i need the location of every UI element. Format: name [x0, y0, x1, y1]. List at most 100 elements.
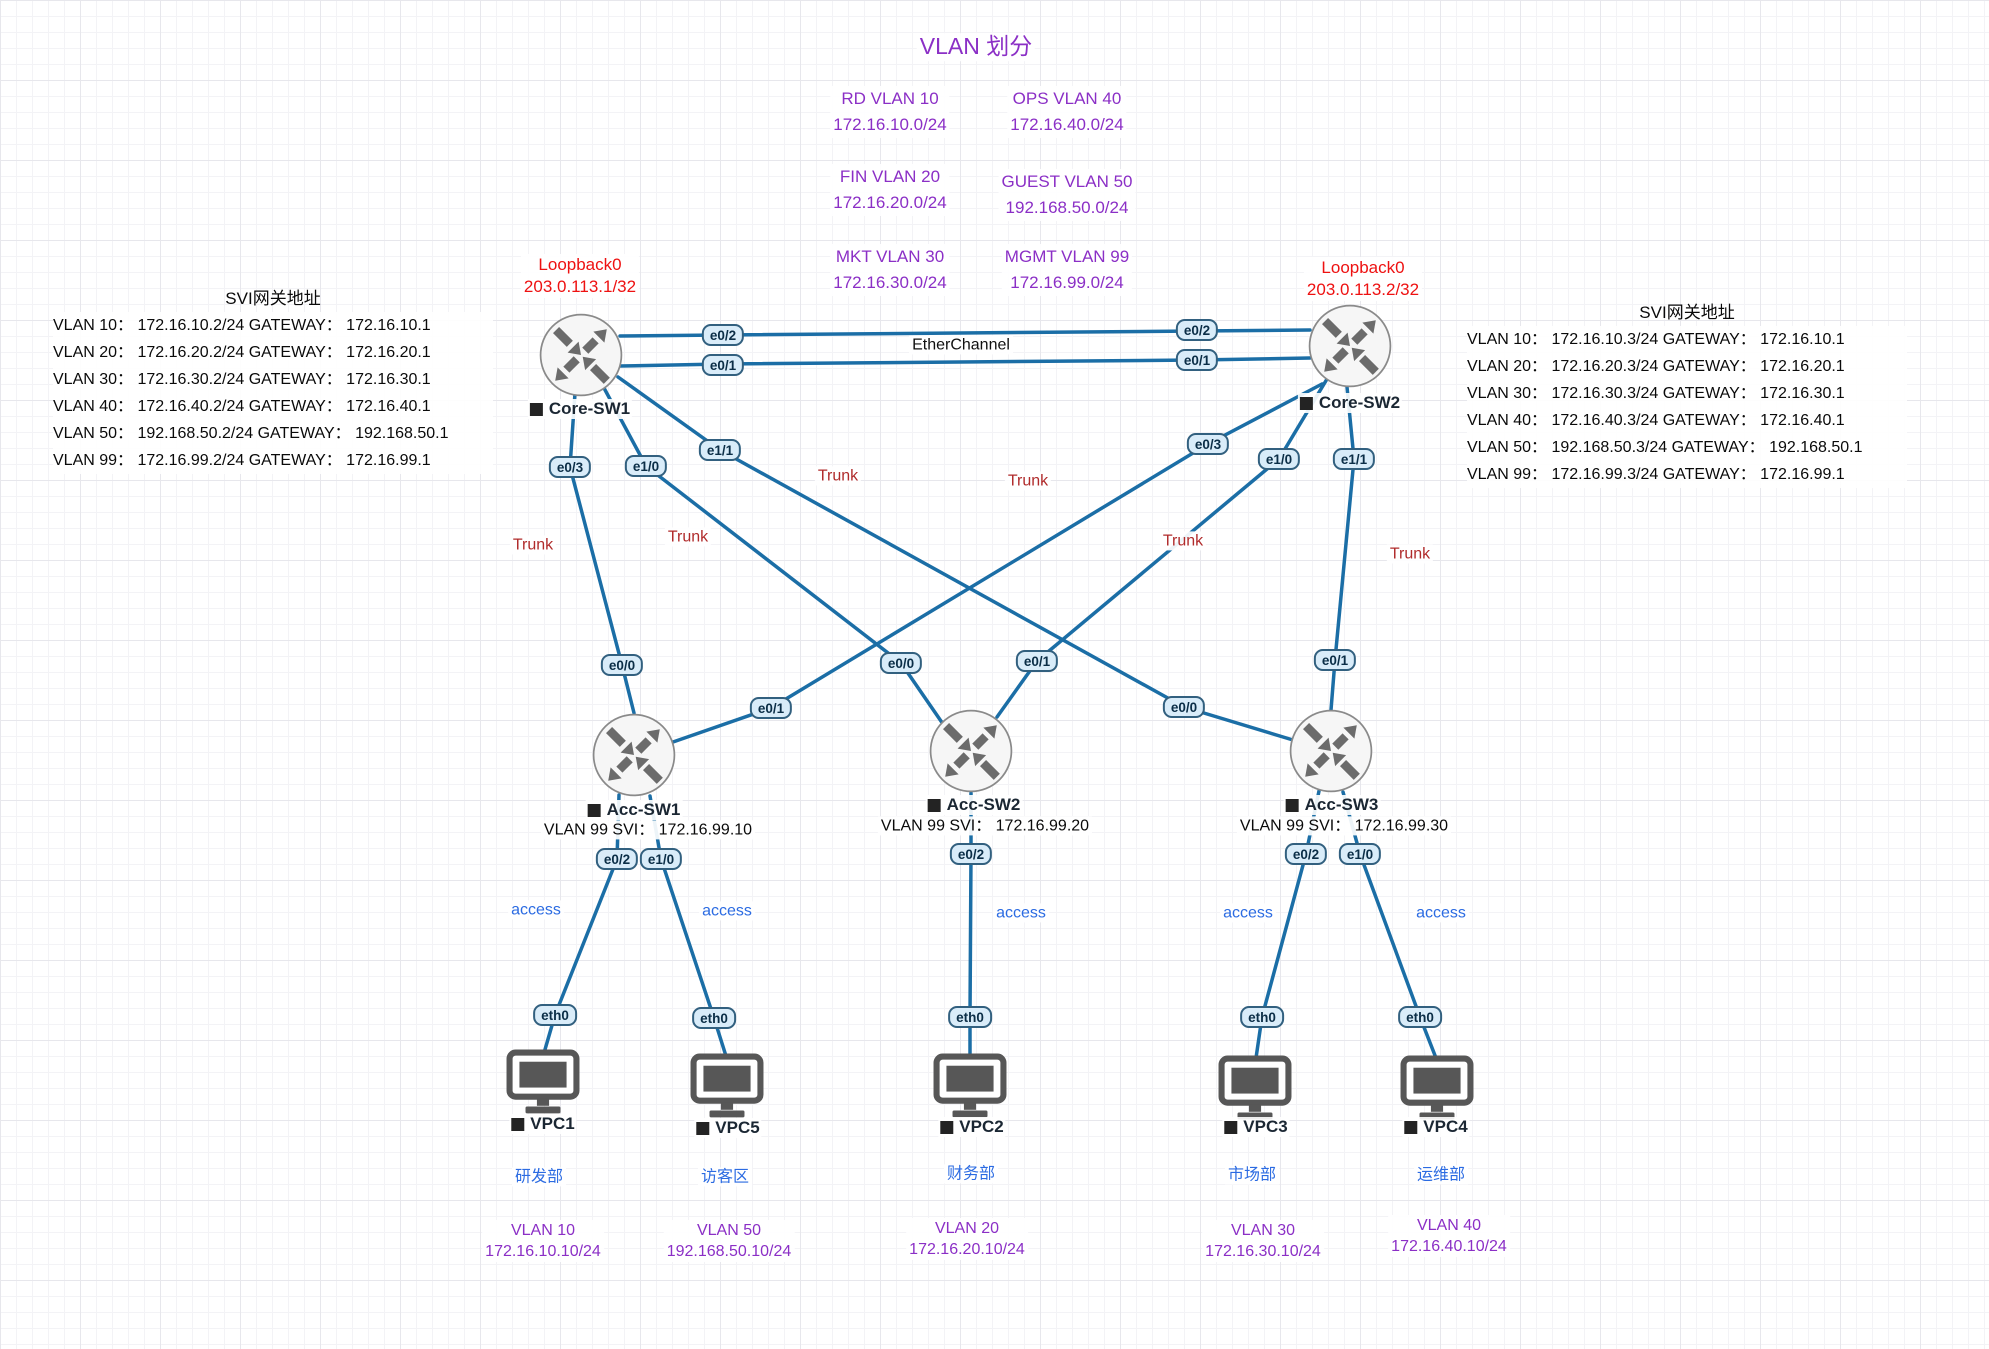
- svi-table-left-title: SVI网关地址: [225, 289, 321, 308]
- acc-sw1-icon[interactable]: [594, 715, 675, 796]
- link-coresw1-accsw1[interactable]: [568, 391, 636, 715]
- port-accsw1-e1-0[interactable]: e1/0: [639, 848, 683, 870]
- port-accsw3-e0-1[interactable]: e0/1: [1313, 649, 1357, 671]
- vpc2-label[interactable]: VPC2: [938, 1117, 1006, 1137]
- vpc1-icon[interactable]: [510, 1053, 577, 1114]
- acc-sw2-icon[interactable]: [931, 711, 1012, 792]
- vpc4-dept-label: 运维部: [1413, 1165, 1469, 1185]
- vpc3-dept-label: 市场部: [1224, 1165, 1280, 1185]
- acc-sw2-label[interactable]: Acc-SW2: [925, 795, 1023, 815]
- svi-row: VLAN 30： 172.16.30.2/24 GATEWAY： 172.16.…: [53, 366, 493, 393]
- link-etherchannel-2[interactable]: [618, 356, 1312, 368]
- svi-row: VLAN 40： 172.16.40.3/24 GATEWAY： 172.16.…: [1467, 407, 1907, 434]
- port-coresw2-e1-0[interactable]: e1/0: [1257, 448, 1301, 470]
- port-accsw1-e0-2[interactable]: e0/2: [595, 848, 639, 870]
- vpc1-dept-label: 研发部: [511, 1167, 567, 1187]
- port-coresw2-e0-1[interactable]: e0/1: [1175, 349, 1219, 371]
- port-coresw2-e1-1[interactable]: e1/1: [1332, 448, 1376, 470]
- port-accsw3-e0-0[interactable]: e0/0: [1162, 696, 1206, 718]
- svi-row: VLAN 50： 192.168.50.2/24 GATEWAY： 192.16…: [53, 420, 493, 447]
- svi-row: VLAN 10： 172.16.10.3/24 GATEWAY： 172.16.…: [1467, 326, 1907, 353]
- port-accsw2-e0-2[interactable]: e0/2: [949, 843, 993, 865]
- device-square-icon: [1224, 1120, 1238, 1134]
- acc-sw1-svi-label: VLAN 99 SVI： 172.16.99.10: [540, 820, 756, 840]
- port-coresw1-e0-3[interactable]: e0/3: [548, 456, 592, 478]
- svi-row: VLAN 99： 172.16.99.3/24 GATEWAY： 172.16.…: [1467, 461, 1907, 488]
- vpc2-dept-label: 财务部: [943, 1164, 999, 1184]
- link-coresw2-accsw2[interactable]: [995, 377, 1329, 719]
- port-coresw1-e1-0[interactable]: e1/0: [624, 455, 668, 477]
- core-sw1-loopback-label: Loopback0 203.0.113.1/32: [520, 254, 640, 298]
- acc-sw3-svi-label: VLAN 99 SVI： 172.16.99.30: [1236, 816, 1452, 836]
- access-label: access: [1413, 903, 1469, 923]
- port-accsw3-e1-0[interactable]: e1/0: [1338, 843, 1382, 865]
- link-etherchannel-1[interactable]: [618, 328, 1312, 338]
- device-square-icon: [927, 798, 941, 812]
- device-square-icon: [511, 1117, 525, 1131]
- port-coresw2-e0-3[interactable]: e0/3: [1186, 433, 1230, 455]
- svi-row: VLAN 30： 172.16.30.3/24 GATEWAY： 172.16.…: [1467, 380, 1907, 407]
- port-vpc2-eth0[interactable]: eth0: [948, 1006, 992, 1028]
- vpc5-label[interactable]: VPC5: [694, 1118, 762, 1138]
- vpc1-label[interactable]: VPC1: [509, 1114, 577, 1134]
- svi-table-right: SVI网关地址 VLAN 10： 172.16.10.3/24 GATEWAY：…: [1467, 299, 1907, 488]
- port-coresw2-e0-2[interactable]: e0/2: [1175, 319, 1219, 341]
- port-coresw1-e1-1[interactable]: e1/1: [698, 439, 742, 461]
- acc-sw2-svi-label: VLAN 99 SVI： 172.16.99.20: [877, 816, 1093, 836]
- link-coresw1-accsw2[interactable]: [602, 386, 945, 726]
- port-accsw2-e0-1[interactable]: e0/1: [1015, 650, 1059, 672]
- port-vpc4-eth0[interactable]: eth0: [1398, 1006, 1442, 1028]
- port-vpc5-eth0[interactable]: eth0: [692, 1007, 736, 1029]
- port-accsw2-e0-0[interactable]: e0/0: [879, 652, 923, 674]
- vpc5-icon[interactable]: [694, 1057, 761, 1118]
- vpc4-label[interactable]: VPC4: [1402, 1117, 1470, 1137]
- svi-row: VLAN 10： 172.16.10.2/24 GATEWAY： 172.16.…: [53, 312, 493, 339]
- acc-sw3-icon[interactable]: [1291, 711, 1372, 792]
- access-label: access: [508, 900, 564, 920]
- core-sw2-icon[interactable]: [1310, 306, 1391, 387]
- core-sw1-label[interactable]: Core-SW1: [527, 399, 633, 419]
- device-square-icon: [696, 1121, 710, 1135]
- port-accsw1-e0-0[interactable]: e0/0: [600, 654, 644, 676]
- svi-table-left: SVI网关地址 VLAN 10： 172.16.10.2/24 GATEWAY：…: [53, 285, 493, 474]
- svi-row: VLAN 20： 172.16.20.2/24 GATEWAY： 172.16.…: [53, 339, 493, 366]
- acc-sw3-label[interactable]: Acc-SW3: [1283, 795, 1381, 815]
- port-coresw1-e0-1[interactable]: e0/1: [701, 354, 745, 376]
- trunk-label: Trunk: [1386, 544, 1434, 564]
- vpc2-icon[interactable]: [937, 1057, 1004, 1118]
- vpc3-label[interactable]: VPC3: [1222, 1117, 1290, 1137]
- core-sw2-label[interactable]: Core-SW2: [1297, 393, 1403, 413]
- vpc4-icon[interactable]: [1404, 1059, 1471, 1120]
- port-coresw1-e0-2[interactable]: e0/2: [701, 324, 745, 346]
- link-coresw2-accsw1[interactable]: [671, 382, 1324, 744]
- core-sw1-icon[interactable]: [541, 315, 622, 396]
- svi-row: VLAN 40： 172.16.40.2/24 GATEWAY： 172.16.…: [53, 393, 493, 420]
- port-vpc3-eth0[interactable]: eth0: [1240, 1006, 1284, 1028]
- port-accsw1-e0-1[interactable]: e0/1: [749, 697, 793, 719]
- access-label: access: [699, 901, 755, 921]
- acc-sw1-label[interactable]: Acc-SW1: [585, 800, 683, 820]
- core-sw2-loopback-label: Loopback0 203.0.113.2/32: [1303, 257, 1423, 301]
- vpc3-icon[interactable]: [1222, 1059, 1289, 1120]
- link-coresw2-accsw3[interactable]: [1329, 385, 1356, 712]
- etherchannel-label: EtherChannel: [909, 335, 1013, 355]
- svi-row: VLAN 50： 192.168.50.3/24 GATEWAY： 192.16…: [1467, 434, 1907, 461]
- trunk-label: Trunk: [509, 535, 557, 555]
- device-square-icon: [940, 1120, 954, 1134]
- trunk-label: Trunk: [814, 466, 862, 486]
- link-coresw1-accsw3[interactable]: [616, 375, 1295, 742]
- device-square-icon: [1285, 798, 1299, 812]
- svi-table-right-title: SVI网关地址: [1639, 303, 1735, 322]
- svi-row: VLAN 20： 172.16.20.3/24 GATEWAY： 172.16.…: [1467, 353, 1907, 380]
- port-vpc1-eth0[interactable]: eth0: [533, 1004, 577, 1026]
- port-accsw3-e0-2[interactable]: e0/2: [1284, 843, 1328, 865]
- access-label: access: [1220, 903, 1276, 923]
